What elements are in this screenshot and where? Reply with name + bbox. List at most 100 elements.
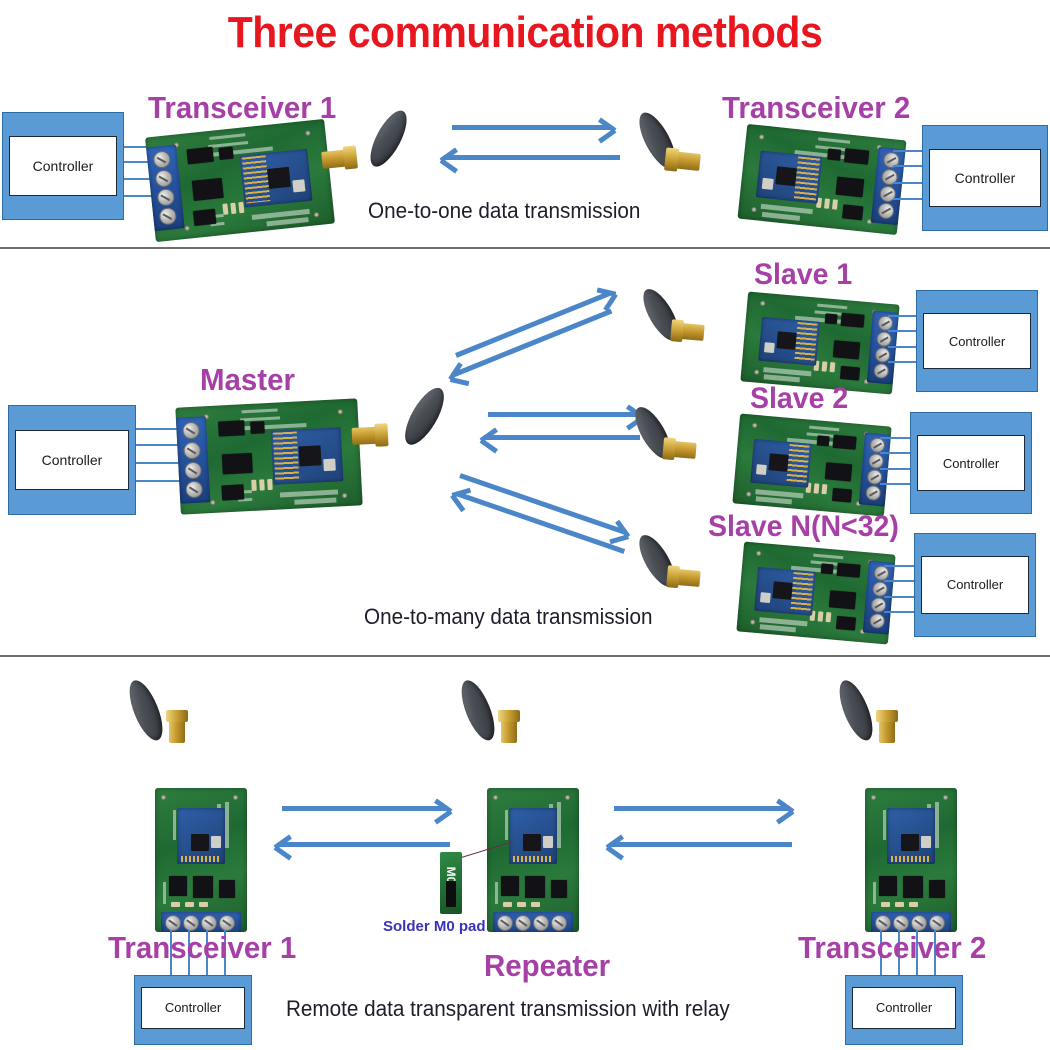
antenna xyxy=(397,382,452,451)
node-label-transceiver-2: Transceiver 2 xyxy=(722,90,911,125)
rf-submodule xyxy=(750,438,812,488)
pcb-module-slave-2 xyxy=(732,413,892,517)
node-label-slave-2: Slave 2 xyxy=(750,382,849,415)
node-label-slave-1: Slave 1 xyxy=(754,258,853,291)
arrow-from-slave-2 xyxy=(484,434,640,441)
antenna xyxy=(454,676,502,745)
wire xyxy=(880,930,882,978)
screw-terminal-block xyxy=(870,146,906,226)
rf-submodule xyxy=(177,808,225,864)
wire xyxy=(898,930,900,978)
wire xyxy=(124,195,156,197)
screw-terminal-block xyxy=(161,912,241,932)
arrow-left-relay-right xyxy=(610,841,792,848)
wire xyxy=(888,330,918,332)
controller-box-relay-right: Controller xyxy=(845,975,963,1045)
wire xyxy=(934,930,936,978)
arrow-right-relay-left xyxy=(282,805,448,812)
pcb-module-master xyxy=(175,398,363,515)
controller-label: Controller xyxy=(141,986,245,1030)
node-label-transceiver-1: Transceiver 1 xyxy=(148,90,337,125)
controller-label: Controller xyxy=(923,313,1031,369)
section-caption-relay: Remote data transparent transmission wit… xyxy=(286,996,730,1021)
antenna xyxy=(122,676,170,745)
pcb-board xyxy=(732,413,892,517)
controller-label: Controller xyxy=(15,429,129,491)
controller-box-slave-1: Controller xyxy=(916,290,1038,392)
node-label-relay-transceiver-2: Transceiver 2 xyxy=(798,930,987,965)
rf-submodule xyxy=(887,808,935,864)
wire xyxy=(124,161,156,163)
controller-box-master: Controller xyxy=(8,405,136,515)
wire xyxy=(880,483,912,485)
section-divider-1 xyxy=(0,247,1050,249)
wire xyxy=(888,361,918,363)
controller-box-s1-right: Controller xyxy=(922,125,1048,231)
rf-submodule xyxy=(270,427,344,485)
controller-label: Controller xyxy=(929,148,1041,208)
wire xyxy=(136,462,182,464)
pcb-module-slave-n xyxy=(736,541,896,645)
wire xyxy=(884,611,916,613)
pcb-board xyxy=(740,291,900,395)
wire xyxy=(880,437,912,439)
pcb-module-relay-transceiver-1 xyxy=(155,788,247,932)
page-title: Three communication methods xyxy=(227,8,823,57)
controller-label: Controller xyxy=(852,986,956,1030)
sma-connector xyxy=(321,145,369,170)
controller-box-slave-n: Controller xyxy=(914,533,1036,637)
antenna xyxy=(363,105,414,172)
pcb-board xyxy=(736,541,896,645)
wire xyxy=(893,198,925,200)
pcb-module-transceiver-2 xyxy=(737,123,907,236)
antenna xyxy=(832,676,880,745)
node-label-master: Master xyxy=(200,362,295,397)
wire xyxy=(884,596,916,598)
section-caption-one-to-many: One-to-many data transmission xyxy=(364,604,653,629)
arrow-left-relay-left xyxy=(278,841,450,848)
wire xyxy=(880,452,912,454)
rf-submodule xyxy=(239,148,313,208)
wire xyxy=(188,930,190,978)
wire xyxy=(916,930,918,978)
wire xyxy=(880,468,912,470)
pcb-board xyxy=(865,788,957,932)
m0-pad-slot xyxy=(446,880,456,907)
wire xyxy=(888,346,918,348)
wire xyxy=(124,178,156,180)
node-label-slave-n: Slave N(N<32) xyxy=(708,510,899,543)
wire xyxy=(888,315,918,317)
pcb-module-repeater xyxy=(487,788,579,932)
wire xyxy=(206,930,208,978)
section-divider-2 xyxy=(0,655,1050,657)
arrow-right-s1 xyxy=(452,124,612,131)
wire xyxy=(884,565,916,567)
sma-connector xyxy=(653,147,701,172)
sma-connector xyxy=(876,699,898,743)
wire xyxy=(893,165,925,167)
wire xyxy=(224,930,226,978)
sma-connector xyxy=(498,699,520,743)
controller-box-relay-left: Controller xyxy=(134,975,252,1045)
node-label-repeater: Repeater xyxy=(484,948,611,983)
m0-pad-callout: M0 xyxy=(440,852,462,914)
screw-terminal-block xyxy=(871,912,951,932)
screw-terminal-block xyxy=(146,144,185,232)
pcb-board xyxy=(487,788,579,932)
node-label-relay-transceiver-1: Transceiver 1 xyxy=(108,930,297,965)
arrow-to-slave-2 xyxy=(488,411,640,418)
sma-connector xyxy=(166,699,188,743)
rf-submodule xyxy=(755,150,823,204)
wire xyxy=(136,444,182,446)
controller-box-s1-left: Controller xyxy=(2,112,124,220)
screw-terminal-block xyxy=(493,912,573,932)
sma-connector xyxy=(351,423,401,447)
wire xyxy=(893,150,925,152)
rf-submodule xyxy=(754,566,816,616)
pcb-board xyxy=(175,398,363,515)
pcb-board xyxy=(737,123,907,236)
wire xyxy=(170,930,172,978)
pcb-module-transceiver-1 xyxy=(145,118,335,243)
arrow-left-s1 xyxy=(444,154,620,161)
